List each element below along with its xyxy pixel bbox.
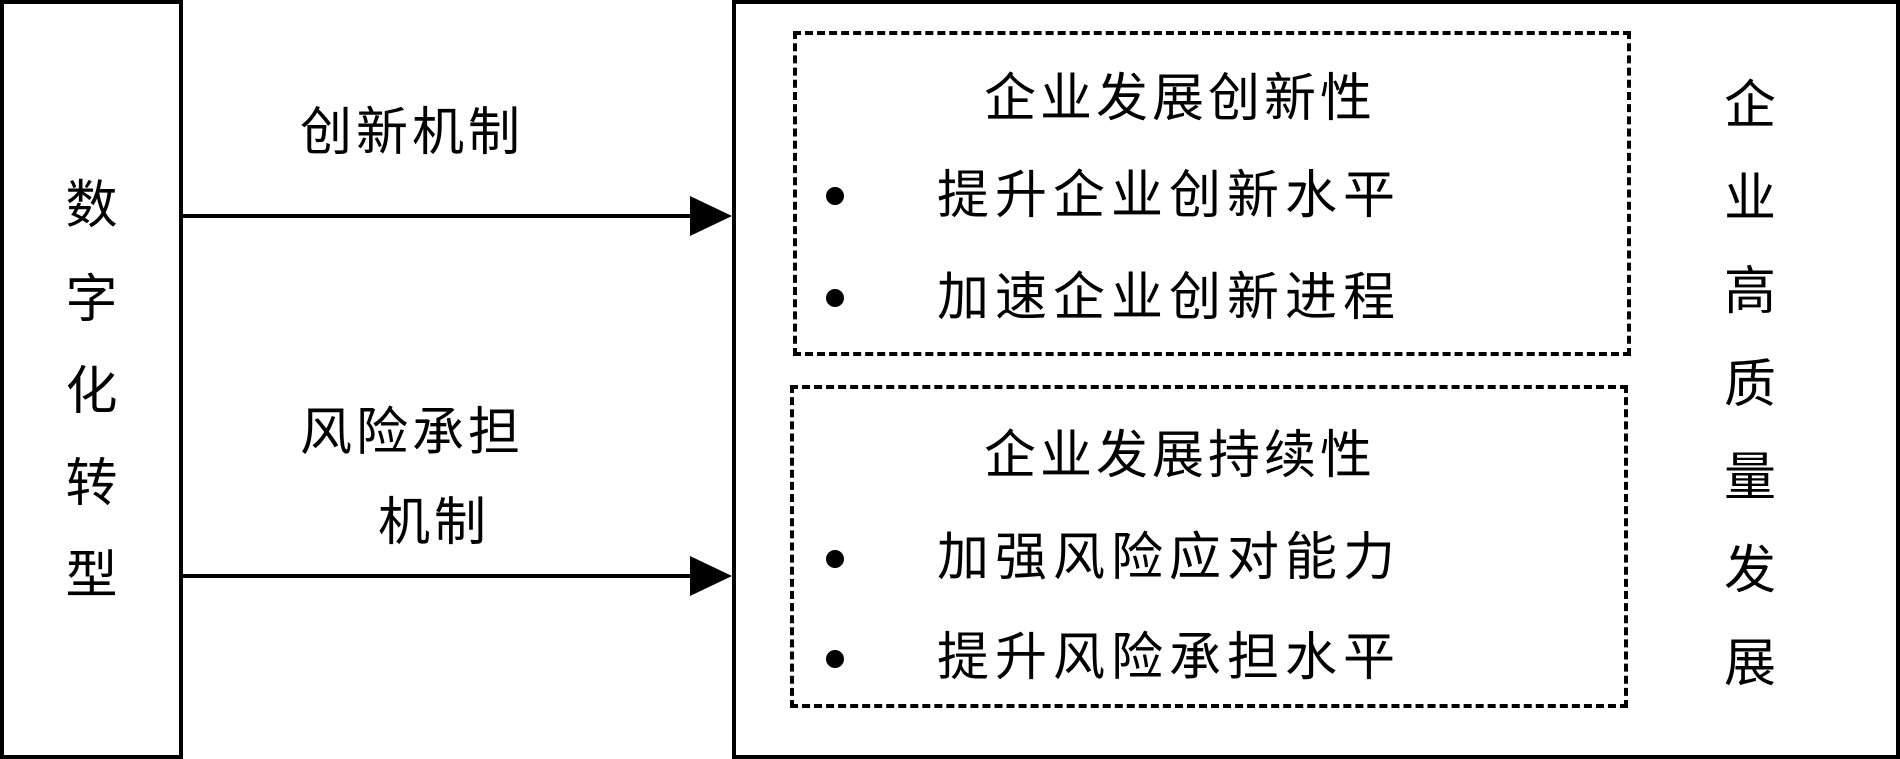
bullet-dot	[826, 550, 844, 568]
innovation-bullet-2: 加速企业创新进程	[937, 268, 1402, 328]
right-char-3: 高	[1723, 262, 1776, 322]
left-char-4: 转	[65, 454, 118, 514]
innovation-group-box	[793, 31, 1631, 356]
bullet-dot	[826, 289, 844, 307]
left-char-1: 数	[65, 176, 118, 236]
outcome-box	[732, 0, 1900, 759]
digital-transformation-box: 数 字 化 转 型	[0, 0, 183, 759]
arrow-innovation-head	[690, 196, 732, 236]
right-char-4: 质	[1723, 355, 1776, 415]
right-char-6: 发	[1723, 541, 1776, 601]
sustainability-bullet-2: 提升风险承担水平	[937, 628, 1402, 688]
innovation-group-title: 企业发展创新性	[984, 69, 1377, 129]
arrow-label-risk-line2: 机制	[378, 493, 491, 553]
sustainability-group-title: 企业发展持续性	[984, 426, 1377, 486]
left-char-3: 化	[65, 362, 118, 422]
arrow-risk-head	[690, 556, 732, 596]
left-char-5: 型	[65, 546, 118, 606]
sustainability-bullet-1: 加强风险应对能力	[937, 528, 1402, 588]
arrow-label-innovation: 创新机制	[300, 103, 525, 163]
arrow-label-risk-line1: 风险承担	[300, 403, 525, 463]
bullet-dot	[826, 187, 844, 205]
sustainability-group-box	[790, 385, 1628, 708]
right-char-1: 企	[1723, 76, 1776, 136]
innovation-bullet-1: 提升企业创新水平	[937, 166, 1402, 226]
left-char-2: 字	[65, 270, 118, 330]
right-char-2: 业	[1723, 169, 1776, 229]
right-char-7: 展	[1723, 634, 1776, 694]
bullet-dot	[826, 650, 844, 668]
right-char-5: 量	[1723, 448, 1776, 508]
